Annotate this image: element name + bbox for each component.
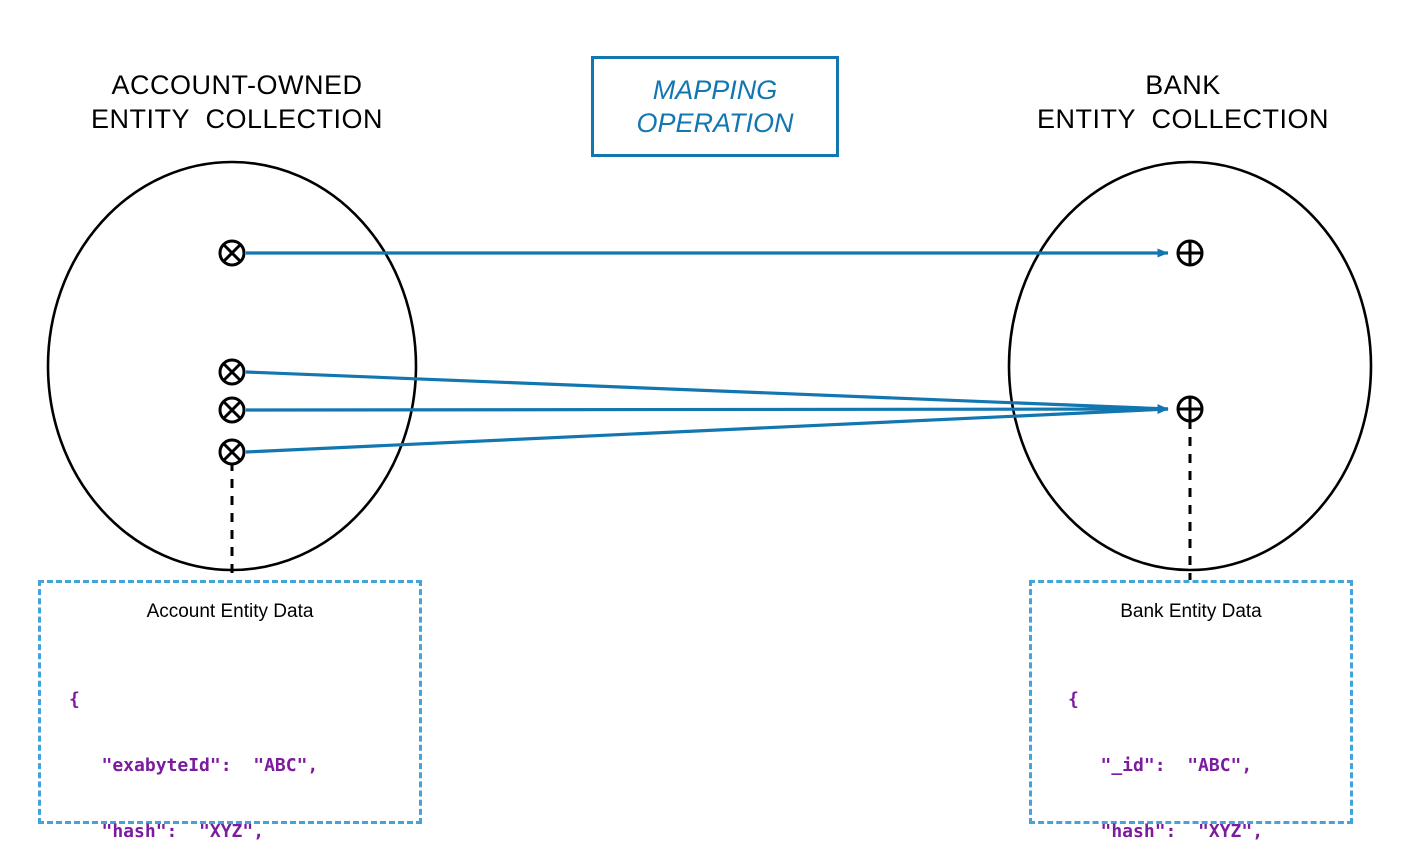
bank-entity-data-code: { "_id": "ABC", "hash": "XYZ", ... }: [1068, 645, 1263, 865]
bank-entity-data-caption: Bank Entity Data: [1120, 601, 1262, 622]
bank-collection-title: BANK ENTITY COLLECTION: [1036, 70, 1330, 134]
code-line: {: [69, 689, 80, 710]
account-entity-data-caption: Account Entity Data: [146, 601, 314, 622]
mapping-link-2[interactable]: [245, 370, 1169, 414]
circled-plus-icon[interactable]: [1176, 395, 1204, 423]
bank-entity-data-box: Bank Entity Data { "_id": "ABC", "hash":…: [1029, 580, 1353, 842]
mapping-operation-label-line1: MAPPING: [652, 74, 778, 105]
circled-x-icon[interactable]: [218, 396, 246, 424]
mapping-operation-label-line2: OPERATION: [636, 107, 794, 138]
account-entity-data-box: Account Entity Data { "exabyteId": "ABC"…: [38, 580, 422, 842]
mapping-operation-box[interactable]: MAPPING OPERATION: [591, 56, 839, 157]
circled-plus-icon[interactable]: [1176, 239, 1204, 267]
circled-x-icon[interactable]: [218, 358, 246, 386]
code-line: "hash": "XYZ",: [1068, 821, 1264, 842]
circled-x-icon[interactable]: [218, 239, 246, 267]
mapping-link-4[interactable]: [245, 404, 1169, 454]
account-collection-title: ACCOUNT-OWNED ENTITY COLLECTION: [90, 70, 384, 134]
code-line: "_id": "ABC",: [1068, 755, 1253, 776]
code-line: "hash": "XYZ",: [69, 821, 265, 842]
mapping-link-3[interactable]: [245, 404, 1169, 414]
code-line: "exabyteId": "ABC",: [69, 755, 319, 776]
account-entity-data-code: { "exabyteId": "ABC", "hash": "XYZ", ...…: [69, 645, 318, 865]
bank-collection-ellipse: [1007, 160, 1373, 572]
circled-x-icon[interactable]: [218, 438, 246, 466]
code-line: {: [1068, 689, 1079, 710]
